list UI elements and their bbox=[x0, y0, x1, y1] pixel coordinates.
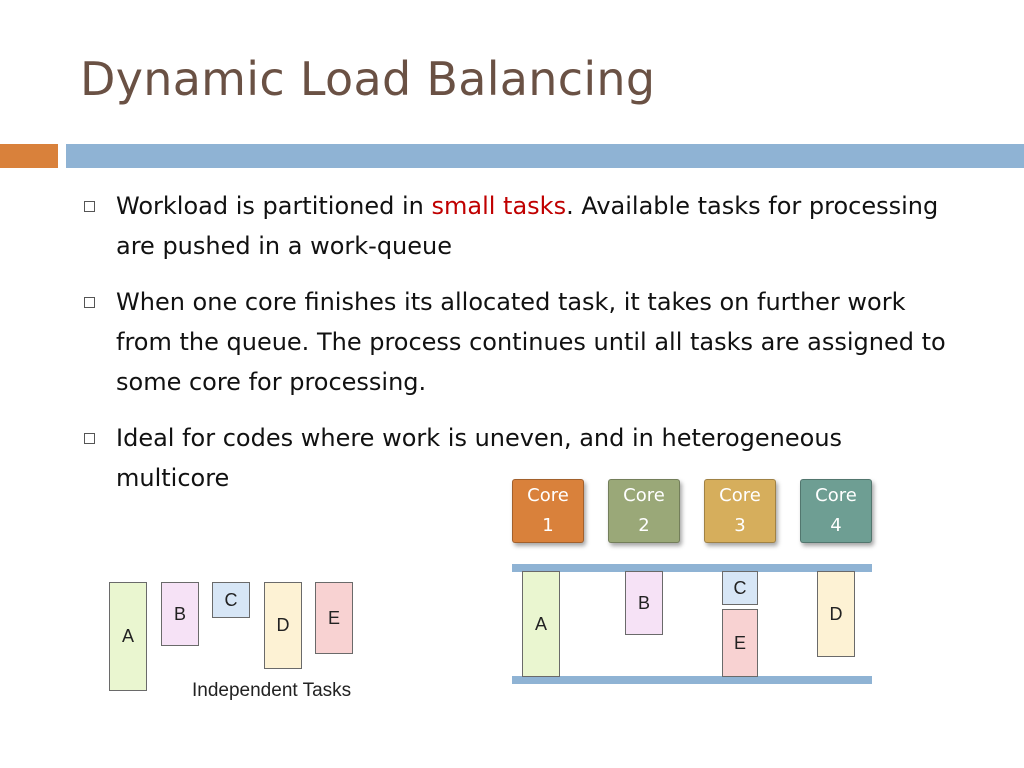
core-label: Core bbox=[719, 485, 761, 506]
scheduled-task-e: E bbox=[722, 609, 758, 677]
core-number: 4 bbox=[830, 515, 842, 536]
slide-title: Dynamic Load Balancing bbox=[80, 52, 656, 106]
core-number: 2 bbox=[638, 515, 650, 536]
square-bullet-icon bbox=[84, 433, 95, 444]
task-e: E bbox=[315, 582, 353, 654]
bullet-text: When one core finishes its allocated tas… bbox=[116, 288, 946, 396]
bullet-text: Workload is partitioned in bbox=[116, 192, 432, 220]
accent-bar-orange bbox=[0, 144, 58, 168]
bullet-text: Ideal for codes where work is uneven, an… bbox=[116, 424, 843, 492]
task-c: C bbox=[212, 582, 250, 618]
bullet-item: Ideal for codes where work is uneven, an… bbox=[80, 418, 936, 498]
core-label: Core bbox=[623, 485, 665, 506]
bullet-list: Workload is partitioned in small tasks. … bbox=[80, 186, 960, 514]
core-label: Core bbox=[815, 485, 857, 506]
task-a: A bbox=[109, 582, 147, 691]
core-box: Core 4 bbox=[800, 479, 872, 543]
scheduled-task-b: B bbox=[625, 571, 663, 635]
core-box: Core 2 bbox=[608, 479, 680, 543]
independent-tasks-label: Independent Tasks bbox=[192, 680, 352, 701]
core-box: Core 1 bbox=[512, 479, 584, 543]
core-number: 3 bbox=[734, 515, 746, 536]
bullet-text: . Available tasks for processing are pus… bbox=[116, 192, 939, 260]
square-bullet-icon bbox=[84, 201, 95, 212]
queue-rail-top bbox=[512, 564, 872, 572]
bullet-item: Workload is partitioned in small tasks. … bbox=[80, 186, 960, 266]
square-bullet-icon bbox=[84, 297, 95, 308]
scheduled-task-c: C bbox=[722, 571, 758, 605]
highlight-text: small tasks bbox=[431, 192, 567, 220]
queue-rail-bottom bbox=[512, 676, 872, 684]
task-b: B bbox=[161, 582, 199, 646]
core-number: 1 bbox=[542, 515, 554, 536]
accent-bar-blue bbox=[66, 144, 1024, 168]
bullet-item: When one core finishes its allocated tas… bbox=[80, 282, 960, 402]
core-label: Core bbox=[527, 485, 569, 506]
scheduled-task-a: A bbox=[522, 571, 560, 677]
core-box: Core 3 bbox=[704, 479, 776, 543]
task-d: D bbox=[264, 582, 302, 669]
scheduled-task-d: D bbox=[817, 571, 855, 657]
